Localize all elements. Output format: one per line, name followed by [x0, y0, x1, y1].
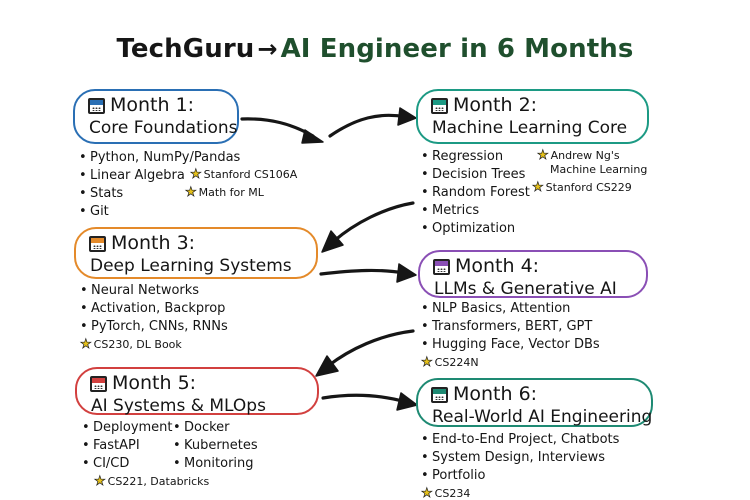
right-arrow-icon: →	[257, 35, 278, 63]
month-3-heading: Month 3:	[89, 232, 306, 255]
month-1-box: Month 1: Core Foundations	[73, 89, 239, 144]
calendar-icon	[90, 375, 107, 392]
calendar-icon	[88, 97, 105, 114]
month-4-box: Month 4: LLMs & Generative AI	[418, 250, 648, 299]
calendar-icon	[431, 97, 448, 114]
arrow-month3-to-month4-head	[396, 263, 417, 283]
list-item: •End-to-End Project, Chatbots	[421, 432, 620, 447]
list-item: •Optimization	[421, 221, 516, 236]
list-item: •Hugging Face, Vector DBs	[421, 337, 600, 352]
list-item: •Stats	[79, 186, 124, 201]
star-icon: ★	[421, 355, 433, 371]
arrow-month5-to-month6-line	[321, 393, 408, 404]
month-6-heading: Month 6:	[431, 383, 641, 406]
month-2-resource-ng: ★Andrew Ng's	[537, 148, 620, 163]
month-1-list: •Python, NumPy/Pandas •Linear Algebra •S…	[79, 149, 240, 221]
month-5-topic: AI Systems & MLOps	[91, 396, 266, 416]
month-1-topic: Core Foundations	[89, 118, 238, 138]
arrow-month2-to-month3-head	[321, 230, 344, 253]
month-2-label: Month 2:	[453, 94, 538, 116]
month-4-list: •NLP Basics, Attention •Transformers, BE…	[421, 300, 600, 372]
month-5-label: Month 5:	[112, 372, 197, 394]
month-6-label: Month 6:	[453, 383, 538, 405]
list-item: •System Design, Interviews	[421, 450, 605, 465]
list-item: •Monitoring	[173, 456, 254, 471]
list-item: •Decision Trees	[421, 167, 526, 182]
arrow-month1-to-month2-head	[301, 129, 324, 144]
list-item: ★CS230, DL Book	[80, 337, 182, 353]
month-1-label: Month 1:	[110, 94, 195, 116]
title-brand: TechGuru	[116, 34, 255, 64]
list-item: •Neural Networks	[80, 283, 200, 298]
month-1-resource-math: ★Math for ML	[185, 185, 264, 200]
list-item: •Git	[79, 204, 109, 219]
star-icon: ★	[190, 167, 202, 182]
list-item: ★CS224N	[421, 355, 479, 371]
month-6-list: •End-to-End Project, Chatbots •System De…	[421, 431, 620, 500]
month-6-box: Month 6: Real-World AI Engineering	[416, 378, 653, 427]
month-5-list-left: •Deployment •FastAPI •CI/CD ★CS221, Data…	[82, 419, 209, 491]
arrow-month2-connector-head	[397, 107, 417, 126]
month-2-resource-cs229: ★Stanford CS229	[532, 180, 632, 195]
month-5-heading: Month 5:	[90, 372, 307, 395]
list-item: •CI/CD	[82, 456, 130, 471]
arrow-month4-to-month5-head	[315, 355, 339, 377]
month-3-list: •Neural Networks •Activation, Backprop •…	[80, 282, 228, 354]
title-goal: AI Engineer in 6 Months	[280, 34, 634, 64]
list-item: •Python, NumPy/Pandas	[79, 150, 241, 165]
list-item: •Activation, Backprop	[80, 301, 226, 316]
page-title: TechGuru→AI Engineer in 6 Months	[0, 31, 750, 67]
list-item: •NLP Basics, Attention	[421, 301, 571, 316]
calendar-icon	[431, 386, 448, 403]
month-3-topic: Deep Learning Systems	[90, 256, 292, 276]
list-item: •Docker	[173, 420, 230, 435]
list-item: •Regression	[421, 149, 504, 164]
arrow-month5-to-month6-head	[396, 392, 418, 411]
arrow-month3-to-month4-line	[319, 268, 406, 276]
month-2-heading: Month 2:	[431, 94, 637, 117]
month-4-label: Month 4:	[455, 255, 540, 277]
star-icon: ★	[94, 474, 106, 490]
star-icon: ★	[185, 185, 197, 200]
month-1-resource-cs106a: ★Stanford CS106A	[190, 167, 298, 182]
calendar-icon	[89, 235, 106, 252]
list-item: •Transformers, BERT, GPT	[421, 319, 593, 334]
star-icon: ★	[421, 486, 433, 500]
month-3-box: Month 3: Deep Learning Systems	[74, 227, 318, 279]
month-5-list-right: •Docker •Kubernetes •Monitoring	[173, 419, 258, 473]
month-4-topic: LLMs & Generative AI	[434, 279, 617, 299]
month-3-label: Month 3:	[111, 232, 196, 254]
month-1-heading: Month 1:	[88, 94, 227, 117]
month-5-box: Month 5: AI Systems & MLOps	[75, 367, 319, 416]
list-item: •PyTorch, CNNs, RNNs	[80, 319, 228, 334]
list-item: ★CS234	[421, 486, 471, 500]
arrow-month1-to-month2-line	[240, 117, 315, 138]
calendar-icon	[433, 258, 450, 275]
month-6-topic: Real-World AI Engineering	[432, 407, 653, 427]
arrow-month2-connector-line	[328, 113, 408, 138]
arrow-month4-to-month5-line	[326, 329, 415, 368]
month-2-box: Month 2: Machine Learning Core	[416, 89, 649, 144]
list-item: •Metrics	[421, 203, 480, 218]
list-item: ★CS221, Databricks	[94, 474, 210, 490]
list-item: •Portfolio	[421, 468, 486, 483]
list-item: •Random Forest	[421, 185, 530, 200]
arrow-month2-to-month3-line	[332, 201, 415, 243]
list-item: •Kubernetes	[173, 438, 258, 453]
month-4-heading: Month 4:	[433, 255, 636, 278]
star-icon: ★	[537, 148, 549, 163]
month-2-resource-ml: Machine Learning	[550, 163, 648, 176]
star-icon: ★	[80, 337, 92, 353]
month-2-topic: Machine Learning Core	[432, 118, 628, 138]
list-item: •Deployment	[82, 420, 173, 435]
list-item: •FastAPI	[82, 438, 140, 453]
month-2-list: •Regression •Decision Trees •Random Fore…	[421, 148, 530, 238]
list-item: •Linear Algebra	[79, 168, 185, 183]
star-icon: ★	[532, 180, 544, 195]
